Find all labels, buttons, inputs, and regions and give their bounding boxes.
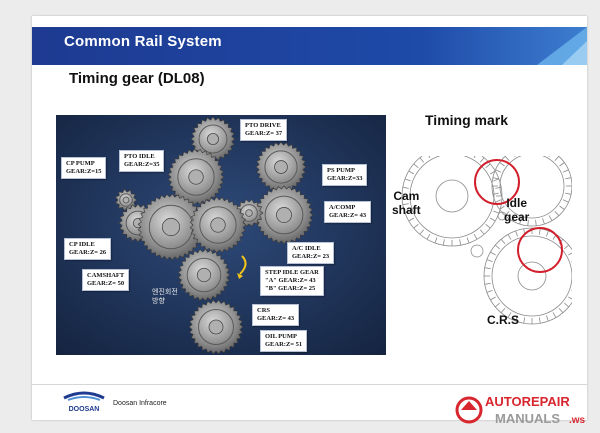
oil-pump-gear: [188, 299, 244, 355]
section-title: Timing gear (DL08): [69, 70, 205, 87]
svg-text:MANUALS: MANUALS: [495, 411, 560, 426]
doosan-logo: DOOSAN: [63, 391, 105, 413]
svg-text:AUTOREPAIR: AUTOREPAIR: [485, 394, 570, 409]
pto-drive-gear: [190, 116, 236, 162]
timing-gear-photo: [56, 115, 386, 355]
slide-title: Common Rail System: [64, 33, 222, 50]
step-idle-gear: [189, 196, 247, 254]
slide: Common Rail System Timing gear (DL08) PT…: [32, 16, 587, 420]
crs-gear: [177, 248, 231, 302]
header-band: [32, 27, 587, 65]
timing-mark-title: Timing mark: [425, 112, 508, 128]
footer-brand: Doosan Infracore: [113, 400, 167, 407]
autorepair-manuals-watermark: AUTOREPAIR MANUALS .ws: [455, 394, 586, 426]
svg-text:.ws: .ws: [569, 415, 586, 426]
footer-divider: [32, 384, 587, 385]
ps-pump-gear: [255, 141, 307, 193]
crs-timing-circle: [517, 227, 563, 273]
camshaft-gear: [137, 193, 205, 261]
timing-mark-diagram: [401, 156, 572, 325]
svg-text:DOOSAN: DOOSAN: [69, 406, 100, 413]
crs-label: C.R.S: [487, 313, 520, 327]
ac-comp-gear: [254, 185, 314, 245]
pto-idle-gear: [167, 148, 225, 206]
cam-timing-circle: [474, 159, 520, 205]
callout-step-idle-gear: STEP IDLE GEAR"A" GEAR:Z= 43"B" GEAR:Z= …: [260, 266, 324, 296]
